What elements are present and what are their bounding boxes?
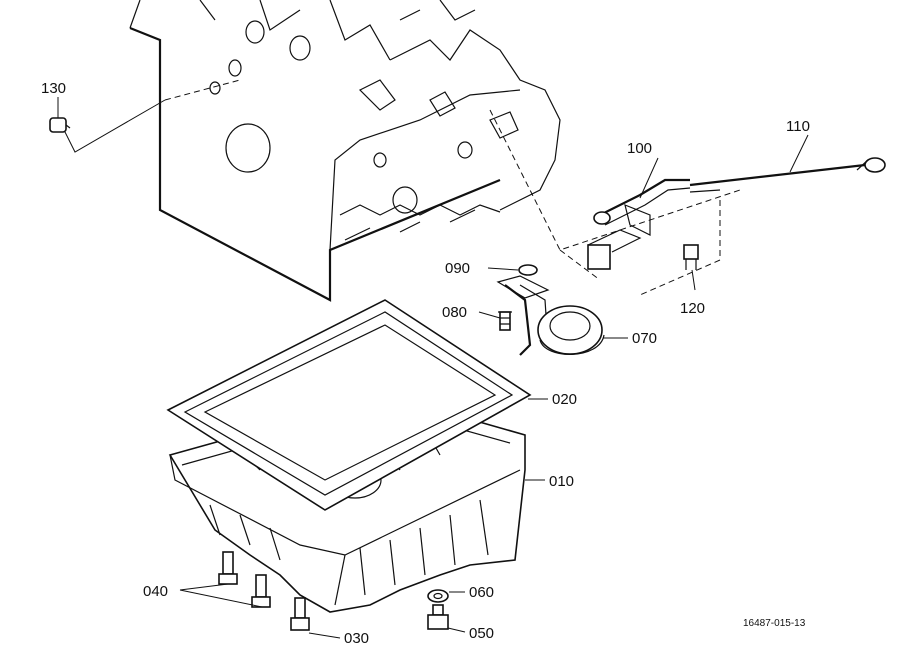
callout-030: 030 xyxy=(344,630,369,647)
callout-110: 110 xyxy=(786,118,810,135)
callout-010: 010 xyxy=(549,473,574,490)
callout-090: 090 xyxy=(445,260,470,277)
dipstick xyxy=(689,157,886,193)
callout-100: 100 xyxy=(627,140,652,157)
engine-plug xyxy=(49,117,71,133)
callout-130: 130 xyxy=(41,80,66,97)
pan-bolts-long xyxy=(218,551,271,608)
callout-080: 080 xyxy=(442,304,467,321)
leader-lines xyxy=(57,97,809,639)
drain-plug-gasket xyxy=(427,589,449,603)
oil-strainer xyxy=(496,275,605,356)
guide-bolt xyxy=(683,244,699,270)
callout-120: 120 xyxy=(680,300,705,317)
o-ring xyxy=(518,264,538,276)
callout-070: 070 xyxy=(632,330,657,347)
drain-plug xyxy=(427,604,449,630)
callout-020: 020 xyxy=(552,391,577,408)
phantom-lines xyxy=(159,79,741,301)
callout-040: 040 xyxy=(143,583,168,600)
callout-labels: 130 090 080 070 020 010 100 110 120 040 … xyxy=(41,80,810,647)
oil-pan-gasket xyxy=(166,299,532,511)
callout-050: 050 xyxy=(469,625,494,642)
reference-code: 16487-015-13 xyxy=(743,618,806,629)
callout-060: 060 xyxy=(469,584,494,601)
dipstick-guide xyxy=(587,178,691,270)
pan-bolt xyxy=(290,597,310,631)
engine-block xyxy=(129,0,561,302)
strainer-bolt xyxy=(498,311,512,331)
